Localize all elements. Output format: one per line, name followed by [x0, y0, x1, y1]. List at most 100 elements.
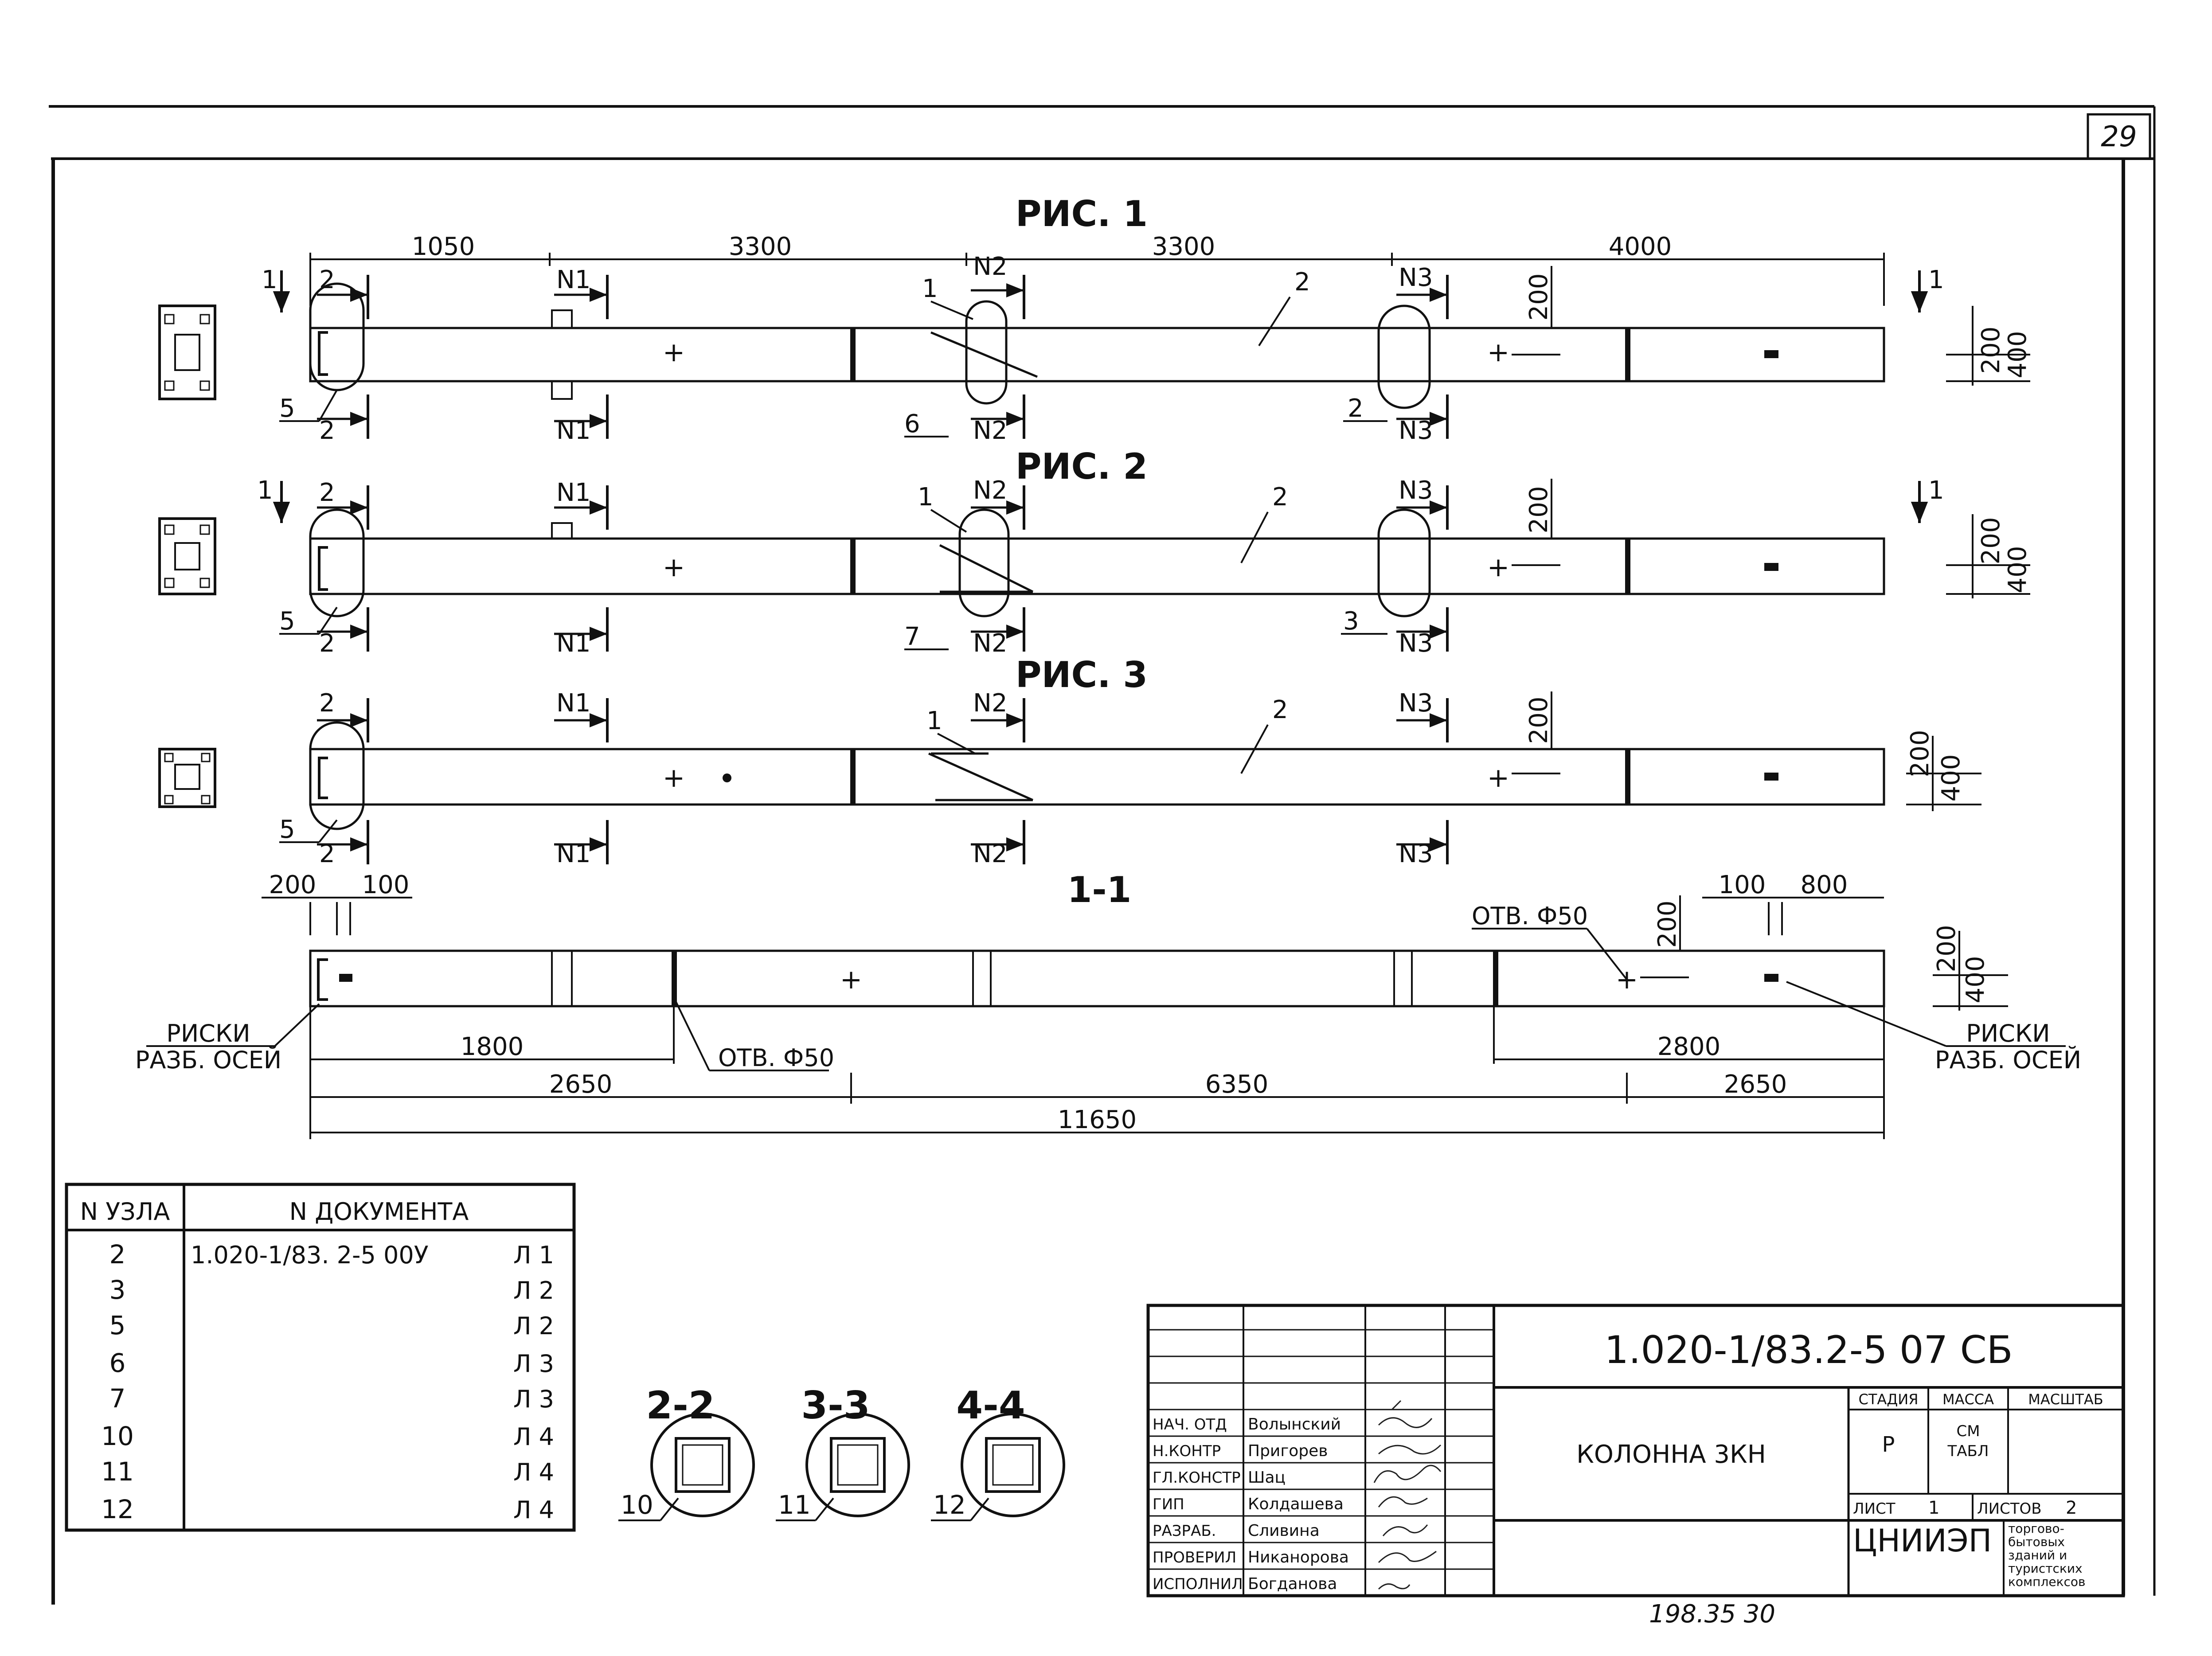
column-beam: + +	[309, 748, 1885, 806]
svg-text:Волынский: Волынский	[1248, 1415, 1341, 1433]
column-cross-section-icon	[158, 305, 216, 400]
svg-text:N2: N2	[973, 252, 1008, 281]
svg-text:12: 12	[101, 1494, 134, 1524]
svg-text:туристских: туристских	[2008, 1561, 2083, 1576]
figure-2-title: РИС. 2	[1016, 446, 1148, 487]
page-number: 29	[2101, 121, 2137, 153]
table-header-doc: N ДОКУМЕНТА	[289, 1198, 469, 1226]
hole-label-left: ОТВ. Ф50	[718, 1044, 834, 1072]
svg-text:200: 200	[1906, 730, 1935, 777]
svg-text:1: 1	[918, 483, 934, 512]
svg-text:2650: 2650	[1724, 1070, 1787, 1099]
svg-text:РАЗРАБ.: РАЗРАБ.	[1153, 1522, 1216, 1540]
svg-text:1.020-1/83. 2-5 00У: 1.020-1/83. 2-5 00У	[191, 1241, 429, 1269]
column-beam: + +	[309, 309, 1885, 400]
svg-text:400: 400	[2003, 546, 2032, 594]
svg-text:бытовых: бытовых	[2008, 1535, 2065, 1549]
svg-text:N3: N3	[1399, 689, 1433, 718]
svg-text:11: 11	[101, 1457, 134, 1487]
svg-text:200: 200	[1977, 517, 2005, 565]
node-table: N УЗЛА N ДОКУМЕНТА 2 1.020-1/83. 2-5 00У…	[65, 1183, 576, 1532]
table-row: 12 Л 4	[101, 1494, 554, 1524]
section-arrows-fig3: 2 N1 N2 N3 2 N1 N2 N3	[317, 689, 1449, 868]
figure-2-callouts: 1 2 5 7 3	[279, 483, 1387, 651]
svg-text:Л 4: Л 4	[513, 1423, 554, 1451]
svg-text:N1: N1	[556, 266, 591, 294]
svg-text:200: 200	[1653, 901, 1682, 948]
stage-value: Р	[1882, 1432, 1895, 1457]
node-ellipse-end	[309, 721, 365, 830]
svg-text:400: 400	[1937, 754, 1966, 802]
svg-text:N3: N3	[1399, 476, 1433, 505]
svg-text:ИСПОЛНИЛ: ИСПОЛНИЛ	[1153, 1575, 1243, 1593]
table-row: 10 Л 4	[101, 1421, 554, 1451]
svg-text:200: 200	[1977, 327, 2005, 374]
svg-text:Л 3: Л 3	[513, 1385, 554, 1413]
svg-text:2: 2	[1348, 394, 1364, 423]
svg-text:1800: 1800	[461, 1032, 524, 1061]
svg-text:5: 5	[109, 1310, 126, 1340]
svg-text:12: 12	[933, 1490, 966, 1520]
svg-text:10: 10	[101, 1421, 134, 1451]
svg-text:800: 800	[1801, 871, 1848, 899]
svg-text:N1: N1	[556, 689, 591, 718]
figure-1-title: РИС. 1	[1016, 193, 1148, 234]
section-3-3: 3-3 11	[776, 1383, 910, 1521]
section-arrows-fig1: 1 1 2 N1 N2 N3 2 N1 N2 N3	[262, 252, 1944, 445]
section-1-1-bottom-dims: 1800 2800 2650 6350 2650 11650	[309, 1006, 1885, 1139]
table-row: 3 Л 2	[109, 1275, 554, 1305]
section-4-4: 4-4 12	[931, 1383, 1065, 1521]
table-row: 2 1.020-1/83. 2-5 00У Л 1	[109, 1239, 554, 1269]
figure-1-dimension-chain: 1050 3300 3300 4000	[309, 232, 1885, 306]
svg-text:НАЧ. ОТД: НАЧ. ОТД	[1153, 1416, 1227, 1433]
svg-text:200: 200	[269, 871, 317, 899]
svg-text:комплексов: комплексов	[2008, 1574, 2086, 1589]
svg-text:5: 5	[279, 815, 295, 844]
svg-text:2: 2	[319, 416, 335, 445]
figure-1-side-dims: 200 400 200	[1512, 266, 2032, 386]
svg-text:Богданова: Богданова	[1248, 1575, 1337, 1593]
svg-text:200: 200	[1524, 486, 1553, 534]
column-beam: + +	[309, 522, 1885, 595]
figure-3: РИС. 3 + + 2 N1 N2	[158, 654, 1981, 868]
svg-text:1: 1	[257, 476, 273, 505]
svg-text:2650: 2650	[549, 1070, 613, 1099]
svg-text:Н.КОНТР: Н.КОНТР	[1153, 1442, 1221, 1460]
svg-text:ГИП: ГИП	[1153, 1496, 1184, 1513]
svg-text:ПРОВЕРИЛ: ПРОВЕРИЛ	[1153, 1549, 1236, 1566]
handwritten-note: 198.35 30	[1649, 1600, 1775, 1629]
svg-text:400: 400	[1961, 956, 1990, 1004]
figure-2: РИС. 2 + + 1 1 2	[158, 446, 2032, 658]
sheet-value: 1	[1928, 1498, 1939, 1518]
svg-text:2: 2	[1294, 268, 1310, 297]
svg-text:10: 10	[621, 1490, 653, 1520]
figure-3-title: РИС. 3	[1016, 654, 1148, 695]
center-mark: +	[1487, 337, 1509, 368]
sheet-label: ЛИСТ	[1853, 1500, 1895, 1518]
item-name: КОЛОННА 3КН	[1576, 1440, 1766, 1469]
dim-3300-b: 3300	[1152, 232, 1215, 261]
section-1-1-title: 1-1	[1067, 869, 1132, 910]
dim-4000: 4000	[1609, 232, 1672, 261]
center-mark: +	[1487, 552, 1509, 583]
svg-text:ГЛ.КОНСТР: ГЛ.КОНСТР	[1153, 1469, 1241, 1487]
figure-2-side-dims: 200 400 200	[1512, 479, 2032, 598]
hole-label-right: ОТВ. Ф50	[1472, 902, 1588, 930]
svg-text:Пригорев: Пригорев	[1248, 1442, 1328, 1460]
figure-1-callouts: 1 2 5 6 2	[279, 268, 1387, 438]
svg-text:2: 2	[1272, 695, 1288, 724]
svg-text:N3: N3	[1399, 629, 1433, 658]
section-1-1-beam: + +	[309, 949, 1885, 1008]
risks-label-left-1: РИСКИ	[166, 1019, 250, 1047]
svg-text:3: 3	[109, 1275, 126, 1305]
svg-text:5: 5	[279, 607, 295, 636]
svg-text:100: 100	[1719, 871, 1766, 899]
svg-text:Л 3: Л 3	[513, 1350, 554, 1378]
svg-text:Никанорова: Никанорова	[1248, 1548, 1349, 1566]
svg-text:Л 1: Л 1	[513, 1241, 554, 1269]
center-mark: +	[663, 552, 685, 583]
figure-3-callouts: 1 2 5	[279, 695, 1288, 844]
svg-text:3-3: 3-3	[801, 1383, 870, 1428]
svg-text:4-4: 4-4	[956, 1383, 1025, 1428]
